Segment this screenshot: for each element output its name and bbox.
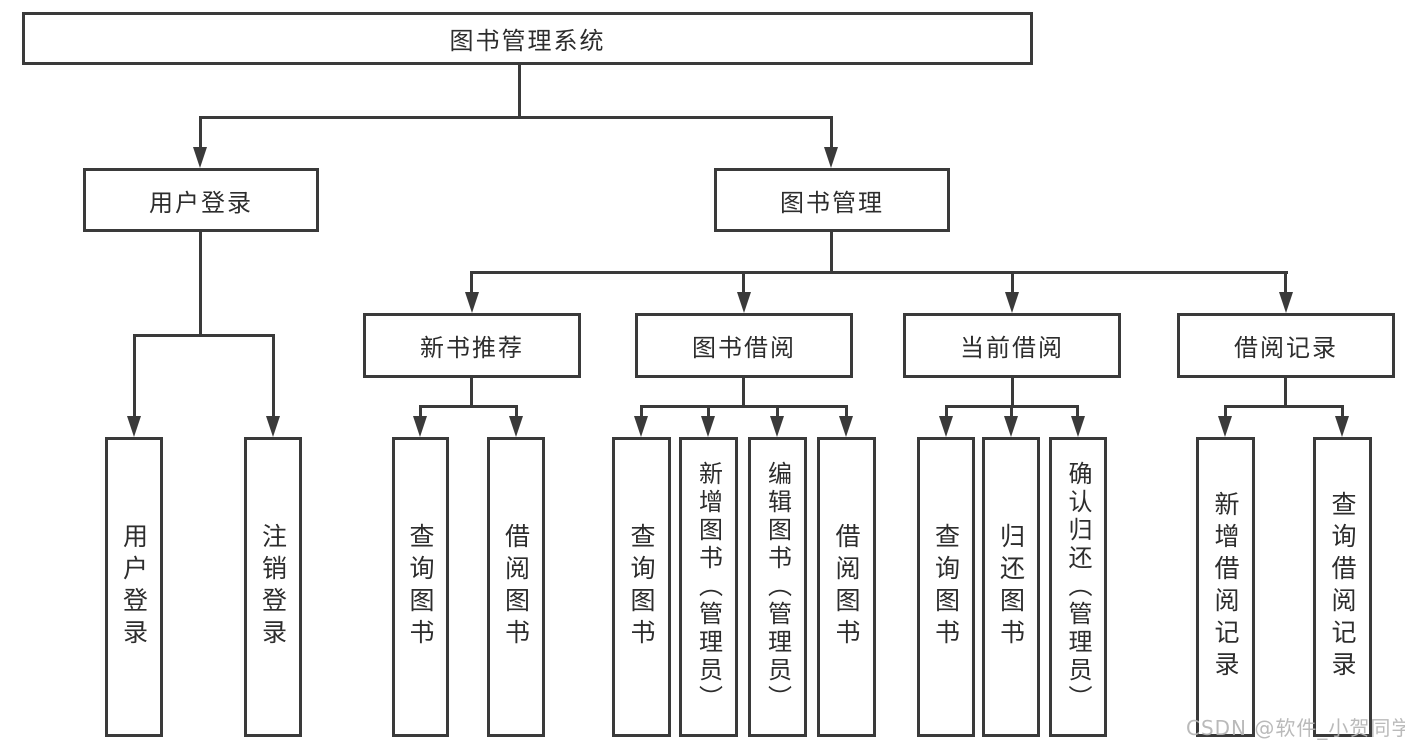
leaf-search-books: 查询图书	[612, 437, 671, 737]
leaf-label: 借阅图书	[832, 523, 861, 651]
leaf-logout: 注销登录	[244, 437, 302, 737]
node-label: 新书推荐	[420, 334, 524, 362]
leaf-edit-book-admin: 编辑图书（管理员）	[748, 437, 807, 737]
leaf-label: 新增借阅记录	[1211, 491, 1240, 683]
arrow-down-icon	[824, 147, 838, 168]
connector-line	[1010, 405, 1013, 418]
leaf-label: 查询图书	[406, 523, 435, 651]
leaf-search-borrow-record: 查询借阅记录	[1313, 437, 1372, 737]
connector-line	[776, 405, 779, 418]
arrow-down-icon	[1218, 416, 1232, 437]
arrow-down-icon	[1279, 292, 1293, 313]
leaf-confirm-return-admin: 确认归还（管理员）	[1049, 437, 1107, 737]
leaf-return-book: 归还图书	[982, 437, 1040, 737]
arrow-down-icon	[701, 416, 715, 437]
arrow-down-icon	[193, 147, 207, 168]
connector-line	[1011, 378, 1014, 407]
arrow-down-icon	[1335, 416, 1349, 437]
leaf-add-borrow-record: 新增借阅记录	[1196, 437, 1255, 737]
node-current-borrow: 当前借阅	[903, 313, 1121, 378]
connector-line	[1284, 271, 1287, 294]
connector-line	[742, 271, 745, 294]
connector-line	[1076, 405, 1079, 418]
arrow-down-icon	[737, 292, 751, 313]
node-label: 当前借阅	[960, 334, 1064, 362]
connector-line	[830, 116, 833, 149]
arrow-down-icon	[1071, 416, 1085, 437]
connector-line	[640, 405, 848, 408]
connector-line	[470, 378, 473, 407]
node-book-borrow: 图书借阅	[635, 313, 853, 378]
arrow-down-icon	[634, 416, 648, 437]
leaf-borrow-books: 借阅图书	[487, 437, 545, 737]
arrow-down-icon	[770, 416, 784, 437]
node-user-login: 用户登录	[83, 168, 319, 232]
arrow-down-icon	[465, 292, 479, 313]
arrow-down-icon	[1004, 416, 1018, 437]
connector-line	[199, 232, 202, 337]
connector-line	[830, 232, 833, 274]
leaf-borrow-books: 借阅图书	[817, 437, 876, 737]
connector-line	[199, 116, 202, 149]
connector-line	[945, 405, 948, 418]
leaf-add-book-admin: 新增图书（管理员）	[679, 437, 738, 737]
arrow-down-icon	[839, 416, 853, 437]
node-new-book-recommend: 新书推荐	[363, 313, 581, 378]
arrow-down-icon	[266, 416, 280, 437]
connector-line	[133, 334, 275, 337]
leaf-label: 编辑图书（管理员）	[763, 461, 792, 713]
leaf-user-login: 用户登录	[105, 437, 163, 737]
connector-line	[1224, 405, 1227, 418]
arrow-down-icon	[413, 416, 427, 437]
connector-line	[742, 378, 745, 407]
node-library-management-system: 图书管理系统	[22, 12, 1033, 65]
connector-line	[845, 405, 848, 418]
leaf-label: 归还图书	[996, 523, 1026, 651]
connector-line	[640, 405, 643, 418]
connector-line	[133, 334, 136, 418]
leaf-label: 借阅图书	[501, 523, 531, 651]
leaf-label: 新增图书（管理员）	[694, 461, 723, 713]
node-label: 图书管理	[780, 188, 884, 217]
leaf-search-books: 查询图书	[392, 437, 449, 737]
node-book-management: 图书管理	[714, 168, 950, 232]
arrow-down-icon	[1005, 292, 1019, 313]
connector-line	[1284, 378, 1287, 407]
connector-line	[471, 271, 1288, 274]
connector-line	[515, 405, 518, 418]
connector-line	[518, 65, 521, 118]
leaf-label: 查询图书	[931, 523, 961, 651]
leaf-label: 查询借阅记录	[1328, 491, 1357, 683]
arrow-down-icon	[509, 416, 523, 437]
arrow-down-icon	[939, 416, 953, 437]
connector-line	[199, 116, 833, 119]
node-borrow-records: 借阅记录	[1177, 313, 1395, 378]
connector-line	[707, 405, 710, 418]
node-label: 借阅记录	[1234, 334, 1338, 362]
leaf-label: 确认归还（管理员）	[1064, 461, 1092, 713]
connector-line	[1341, 405, 1344, 418]
leaf-search-books: 查询图书	[917, 437, 975, 737]
arrow-down-icon	[127, 416, 141, 437]
connector-line	[419, 405, 518, 408]
node-label: 图书管理系统	[449, 27, 606, 55]
connector-line	[272, 334, 275, 418]
leaf-label: 查询图书	[627, 523, 656, 651]
csdn-watermark: CSDN @软件_小贺同学	[1186, 716, 1405, 740]
leaf-label: 注销登录	[258, 523, 288, 651]
node-label: 用户登录	[149, 188, 253, 217]
connector-line	[419, 405, 422, 418]
leaf-label: 用户登录	[119, 523, 149, 651]
node-label: 图书借阅	[692, 334, 796, 362]
connector-line	[1011, 271, 1014, 294]
connector-line	[1224, 405, 1344, 408]
connector-line	[470, 271, 473, 294]
